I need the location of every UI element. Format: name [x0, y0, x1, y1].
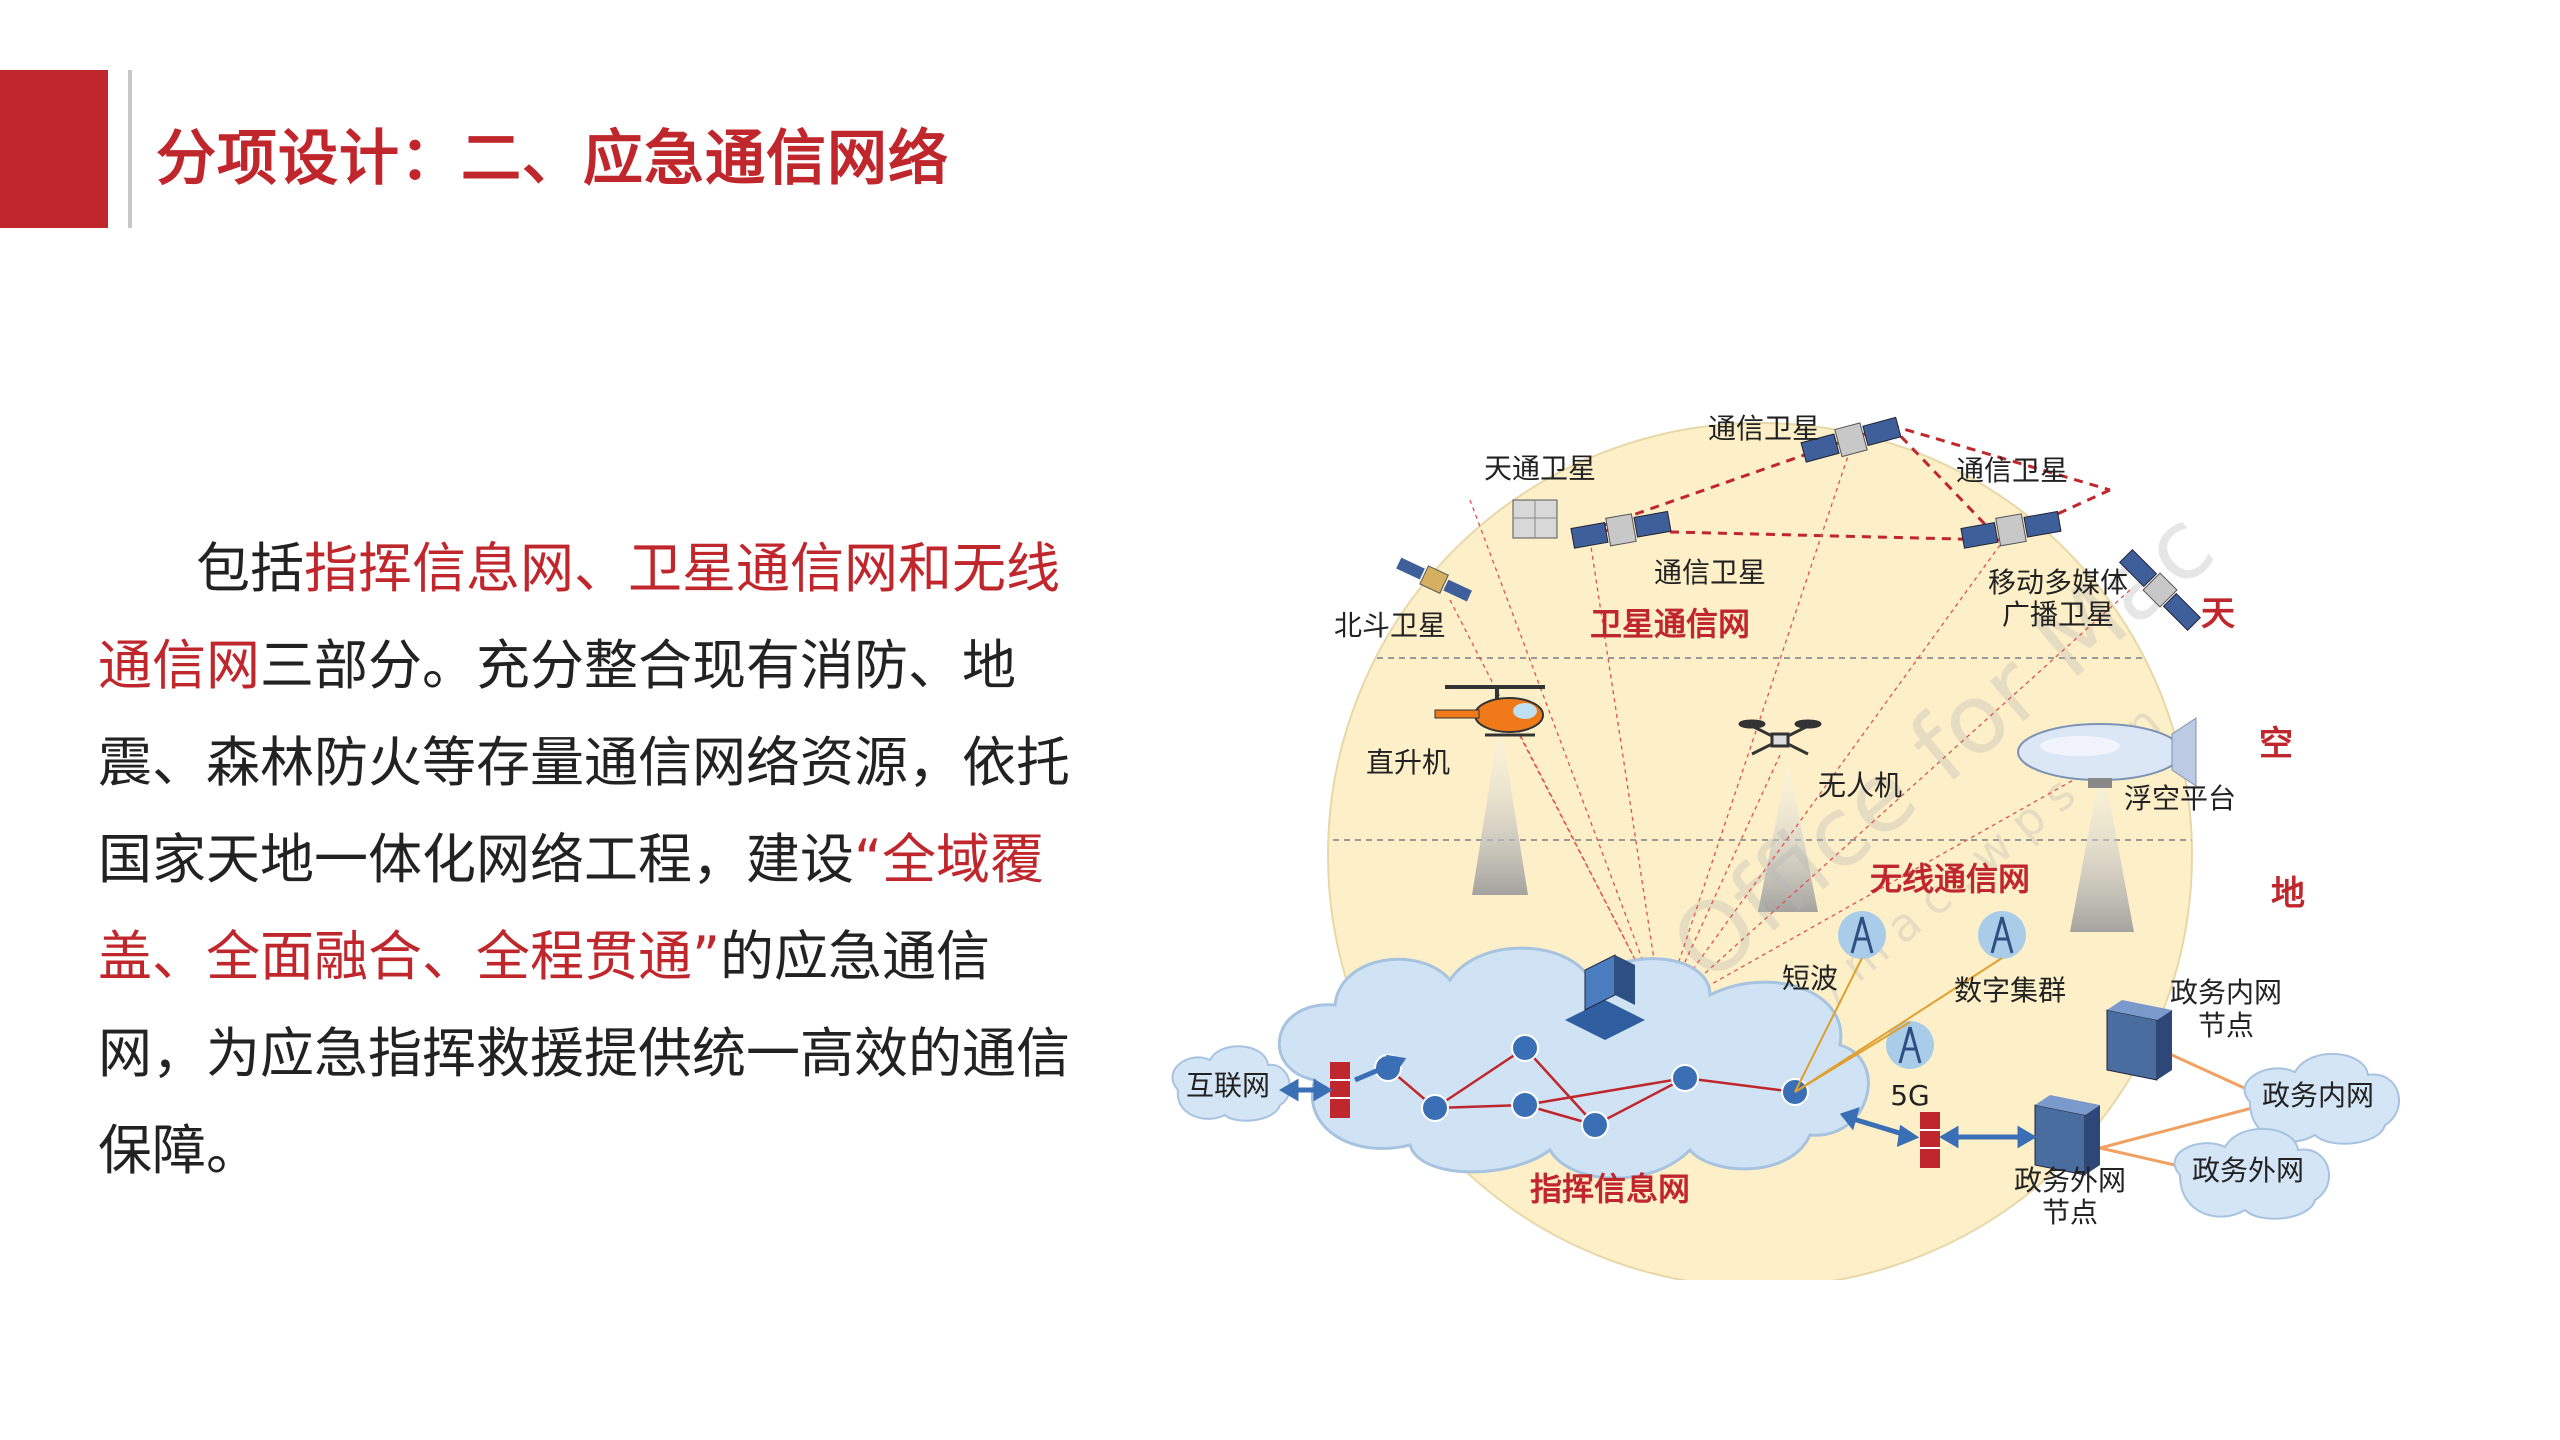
- label-five-g: 5G: [1890, 1079, 1930, 1112]
- comm-sat-top-icon: [1800, 416, 1902, 463]
- trunking-tower-icon: [1978, 911, 2026, 959]
- label-airship: 浮空平台: [2124, 782, 2236, 815]
- gov-firewall-icon: [1920, 1112, 1940, 1168]
- internet-firewall-icon: [1330, 1062, 1350, 1118]
- body-text-1: 三部分。充分整合现有消防、地震、森林防火等存量通信网络资源，依托国家天地一体化网…: [98, 634, 1070, 891]
- label-gov-extranet-node-1: 政务外网: [2014, 1164, 2126, 1197]
- title-accent-block: [0, 70, 108, 228]
- label-comm-sat-right: 通信卫星: [1956, 454, 2068, 487]
- label-drone: 无人机: [1818, 769, 1902, 802]
- gov-extranet-cloud: [2173, 1127, 2331, 1220]
- label-gov-extranet: 政务外网: [2192, 1154, 2304, 1187]
- drone-icon: [1738, 719, 1822, 756]
- body-highlight-networks: 指挥信息网、卫星通信网和无线通信网: [98, 537, 1060, 697]
- connection-arrows: [1279, 1054, 2037, 1149]
- network-diagram: WPS Office for Mac https://mac.wps.cn: [1150, 380, 2460, 1280]
- gov-extranet-node-icon: [2034, 1095, 2100, 1176]
- label-helicopter: 直升机: [1366, 746, 1450, 779]
- label-gov-intranet: 政务内网: [2262, 1079, 2374, 1112]
- body-highlight-slogan: “全域覆盖、全面融合、全程贯通”: [98, 828, 1044, 988]
- title-divider: [128, 70, 132, 228]
- label-satellite-network: 卫星通信网: [1590, 605, 1750, 643]
- wireless-links: [1794, 957, 2003, 1093]
- gov-intranet-cloud: [2243, 1052, 2401, 1145]
- label-gov-intranet-node-1: 政务内网: [2170, 976, 2282, 1009]
- command-network-cloud: [1277, 946, 1870, 1180]
- layer-air-label: 空: [2259, 724, 2293, 764]
- label-tiantong-sat: 天通卫星: [1484, 452, 1596, 485]
- drone-beam: [1758, 760, 1818, 912]
- beidou-sat-icon: [1396, 557, 1472, 602]
- label-gov-intranet-node-2: 节点: [2198, 1009, 2254, 1042]
- slide-title: 分项设计：二、应急通信网络: [156, 124, 949, 194]
- label-comm-sat-mid: 通信卫星: [1654, 556, 1766, 589]
- multimedia-sat-icon: [2118, 548, 2202, 632]
- tiantong-sat-icon: [1512, 499, 1558, 539]
- label-wireless-network: 无线通信网: [1870, 860, 2030, 898]
- gov-intranet-node-icon: [2106, 1000, 2172, 1081]
- helicopter-beam: [1472, 720, 1528, 895]
- label-comm-sat-top: 通信卫星: [1708, 412, 1820, 445]
- comm-sat-right-icon: [1960, 510, 2062, 549]
- body-text-2: 的应急通信网，为应急指挥救援提供统一高效的通信保障。: [98, 925, 1070, 1182]
- label-multimedia-sat-1: 移动多媒体: [1988, 566, 2128, 599]
- command-center-building-icon: [1565, 954, 1645, 1040]
- comm-sat-mid-icon: [1570, 510, 1672, 549]
- body-text-indent: 包括: [196, 537, 304, 600]
- internet-cloud: [1171, 1045, 1291, 1122]
- label-shortwave: 短波: [1782, 962, 1838, 995]
- layer-sky-label: 天: [2201, 594, 2235, 634]
- label-multimedia-sat-2: 广播卫星: [2002, 598, 2114, 631]
- airship-icon: [2017, 717, 2197, 788]
- label-gov-extranet-node-2: 节点: [2042, 1196, 2098, 1229]
- airship-beam: [2070, 760, 2134, 932]
- shortwave-tower-icon: [1838, 911, 1886, 959]
- label-internet: 互联网: [1186, 1069, 1270, 1102]
- label-trunking: 数字集群: [1954, 974, 2066, 1007]
- label-beidou-sat: 北斗卫星: [1334, 609, 1446, 642]
- five-g-tower-icon: [1886, 1021, 1934, 1069]
- label-command-network: 指挥信息网: [1530, 1170, 1690, 1208]
- body-paragraph: 包括指挥信息网、卫星通信网和无线通信网三部分。充分整合现有消防、地震、森林防火等…: [98, 520, 1078, 1199]
- layer-ground-label: 地: [2271, 874, 2305, 914]
- helicopter-icon: [1434, 685, 1545, 737]
